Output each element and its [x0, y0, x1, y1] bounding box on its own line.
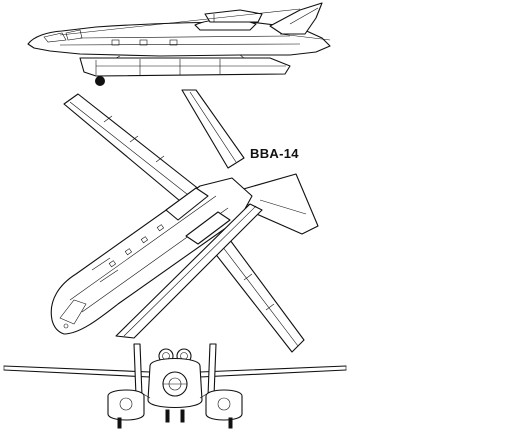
drawing-title: BBA-14 [250, 146, 299, 161]
side-view [27, 2, 331, 86]
front-view [3, 343, 347, 429]
plan-view [50, 89, 319, 353]
